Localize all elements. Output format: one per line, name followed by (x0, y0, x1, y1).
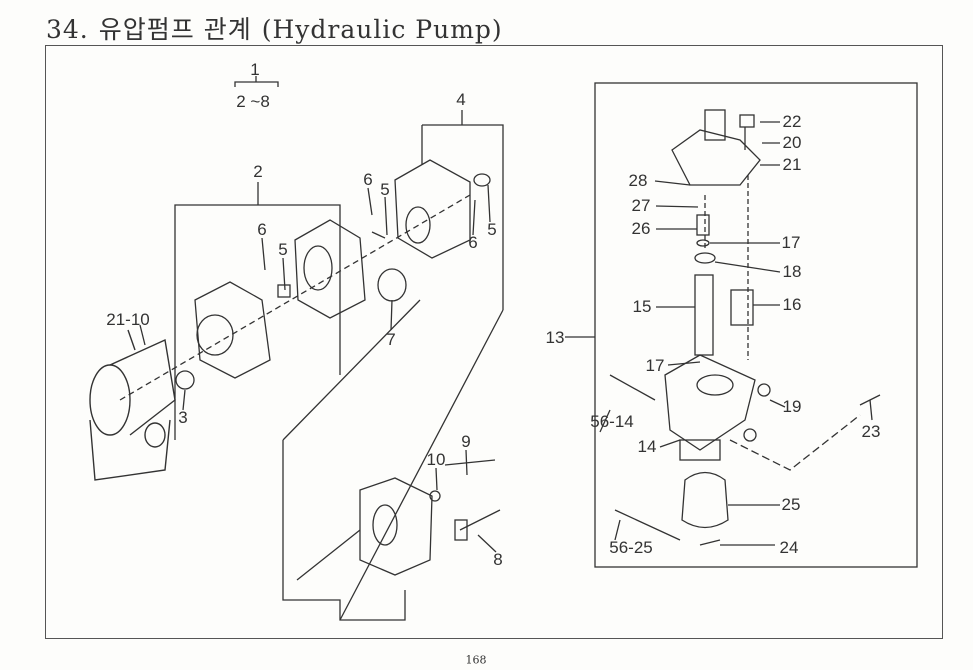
callout-9: 9 (461, 432, 471, 451)
callout-5: 5 (278, 240, 288, 259)
callout-10: 10 (426, 450, 446, 469)
callout-6: 6 (363, 170, 373, 189)
callout-6: 6 (468, 233, 478, 252)
group-line-4 (421, 110, 504, 310)
diagram-frame (45, 45, 943, 639)
callout-8: 8 (493, 550, 503, 569)
gear-plate-part (277, 219, 366, 319)
callout-21: 21 (782, 155, 802, 174)
page-title: 34. 유압펌프 관계 (Hydraulic Pump) (46, 10, 513, 46)
callout-21-10: 21-10 (106, 310, 150, 329)
callout-24: 24 (779, 538, 799, 557)
callout-23: 23 (861, 422, 881, 441)
callout-6: 6 (257, 220, 267, 239)
callout-22: 22 (782, 112, 802, 131)
callout-14: 14 (637, 437, 657, 456)
title-english: (Hydraulic Pump) (261, 15, 503, 44)
callout-56-14: 56-14 (590, 412, 634, 431)
pump-cover-part (175, 281, 271, 390)
callout-15: 15 (632, 297, 652, 316)
callout-3: 3 (178, 408, 188, 427)
assembly-13-box (594, 82, 918, 568)
group-line-lower (282, 299, 421, 621)
callout-2-8: 2 ~8 (236, 92, 270, 111)
group-line-2 (174, 204, 341, 440)
page-number: 168 (465, 653, 487, 667)
callout-1: 1 (250, 60, 260, 79)
callout-16: 16 (782, 295, 802, 314)
callout-17-lower: 17 (645, 356, 665, 375)
callout-18: 18 (782, 262, 802, 281)
section-number: 34. (46, 15, 89, 44)
lower-pump-body-part (359, 459, 501, 576)
rear-cover-part (371, 159, 491, 302)
callout-25: 25 (781, 495, 801, 514)
callout-17: 17 (781, 233, 801, 252)
callout-4: 4 (456, 90, 466, 109)
pump-housing-part (89, 329, 176, 481)
title-korean: 유압펌프 관계 (98, 15, 252, 44)
callout-7: 7 (386, 330, 396, 349)
callout-27: 27 (631, 196, 651, 215)
callout-19: 19 (782, 397, 802, 416)
callout-13: 13 (545, 328, 565, 347)
callout-56-25: 56-25 (609, 538, 653, 557)
callout-5: 5 (380, 180, 390, 199)
callout-2: 2 (253, 162, 263, 181)
pump-assembly-13 (609, 109, 881, 546)
group-bracket (234, 76, 279, 87)
callout-20: 20 (782, 133, 802, 152)
callout-5: 5 (487, 220, 497, 239)
callout-28: 28 (628, 171, 648, 190)
callout-26: 26 (631, 219, 651, 238)
